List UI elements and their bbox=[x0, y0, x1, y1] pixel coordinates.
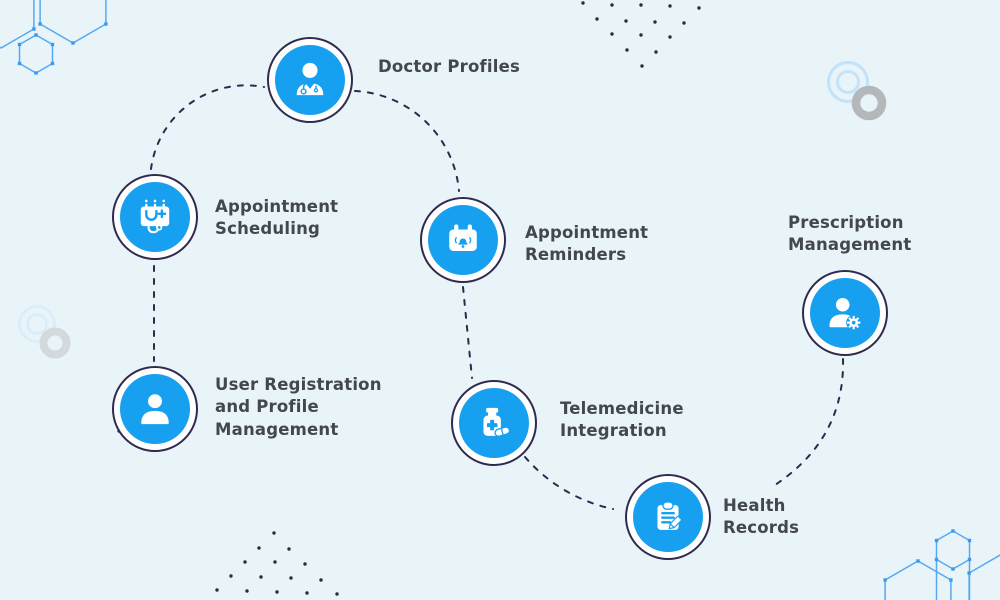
node-health-records bbox=[625, 474, 711, 560]
node-appointment-reminders bbox=[420, 197, 506, 283]
connector-telemedicine-to-health bbox=[524, 456, 614, 510]
label-doctor-profiles: Doctor Profiles bbox=[378, 57, 520, 76]
connector-prescription-to-health bbox=[771, 358, 845, 488]
node-user-registration bbox=[112, 366, 198, 452]
calendar-stethoscope-icon bbox=[140, 199, 170, 234]
connector-doctor-to-reminders bbox=[354, 90, 460, 192]
node-disc bbox=[459, 388, 529, 458]
clipboard-pencil-icon bbox=[657, 501, 683, 530]
user-icon bbox=[141, 394, 169, 425]
dots-triangle-bottom-left bbox=[117, 429, 339, 596]
calendar-bell-icon bbox=[449, 224, 477, 251]
rings-top-right bbox=[826, 60, 887, 121]
medicine-bottle-icon bbox=[483, 407, 511, 437]
node-telemedicine-integration bbox=[451, 380, 537, 466]
doctor-icon bbox=[296, 62, 324, 96]
node-disc bbox=[120, 374, 190, 444]
node-doctor-profiles bbox=[267, 37, 353, 123]
node-appointment-scheduling bbox=[112, 174, 198, 260]
connector-scheduling-to-doctor bbox=[150, 84, 265, 170]
label-telemedicine-integration: Telemedicine Integration bbox=[560, 399, 684, 441]
rings-left bbox=[18, 305, 71, 359]
label-health-records: Health Records bbox=[723, 496, 800, 538]
node-disc bbox=[120, 182, 190, 252]
label-prescription-management: Prescription Management bbox=[788, 213, 912, 255]
hexagon-cluster-top-left bbox=[0, 0, 107, 74]
user-gear-icon bbox=[829, 297, 862, 331]
hexagon-cluster-bottom-right bbox=[884, 530, 1000, 600]
node-disc bbox=[810, 278, 880, 348]
node-disc bbox=[633, 482, 703, 552]
label-appointment-reminders: Appointment Reminders bbox=[525, 223, 649, 265]
node-disc bbox=[428, 205, 498, 275]
node-disc bbox=[275, 45, 345, 115]
connector-reminders-to-telemedicine bbox=[462, 286, 473, 379]
label-user-registration: User Registration and Profile Management bbox=[215, 375, 382, 439]
label-appointment-scheduling: Appointment Scheduling bbox=[215, 197, 339, 239]
node-prescription-management bbox=[802, 270, 888, 356]
dots-triangle-top-right bbox=[581, 1, 701, 68]
hexagon-vertices-bottom-right bbox=[883, 529, 972, 582]
hexagon-vertices-top-left bbox=[17, 22, 108, 75]
